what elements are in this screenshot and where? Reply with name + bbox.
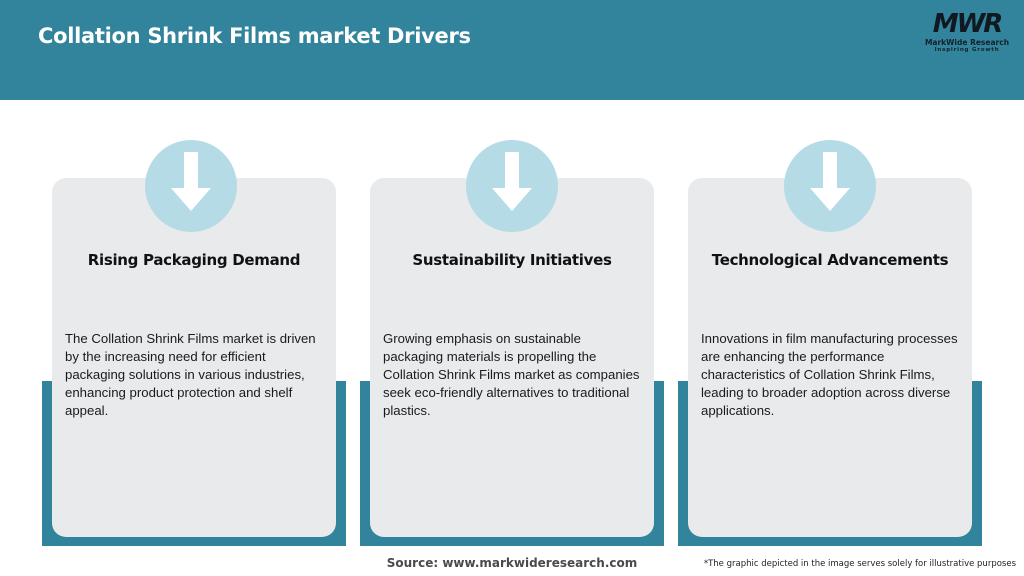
page-title: Collation Shrink Films market Drivers xyxy=(38,24,471,48)
card-description: Growing emphasis on sustainable packagin… xyxy=(383,331,640,418)
driver-card-technological-advancements: Technological Advancements Innovations i… xyxy=(688,178,972,537)
markwide-logo: MWR MarkWide Research Inspiring Growth xyxy=(920,10,1014,60)
card-description: The Collation Shrink Films market is dri… xyxy=(65,331,316,418)
card-title: Sustainability Initiatives xyxy=(412,251,612,269)
card-description: Innovations in film manufacturing proces… xyxy=(701,331,958,418)
disclaimer-text: *The graphic depicted in the image serve… xyxy=(703,559,1016,569)
logo-tagline: Inspiring Growth xyxy=(934,47,1000,53)
logo-name: MarkWide Research xyxy=(924,38,1010,47)
arrow-down-icon xyxy=(784,140,876,232)
driver-card-rising-packaging-demand: Rising Packaging Demand The Collation Sh… xyxy=(52,178,336,537)
arrow-down-icon xyxy=(466,140,558,232)
logo-mark: MWR xyxy=(932,9,1004,39)
source-text: Source: www.markwideresearch.com xyxy=(386,556,638,570)
arrow-down-icon xyxy=(145,140,237,232)
driver-card-sustainability-initiatives: Sustainability Initiatives Growing empha… xyxy=(370,178,654,537)
header-banner: Collation Shrink Films market Drivers MW… xyxy=(0,0,1024,100)
card-title: Technological Advancements xyxy=(711,251,949,269)
card-title: Rising Packaging Demand xyxy=(87,251,301,269)
